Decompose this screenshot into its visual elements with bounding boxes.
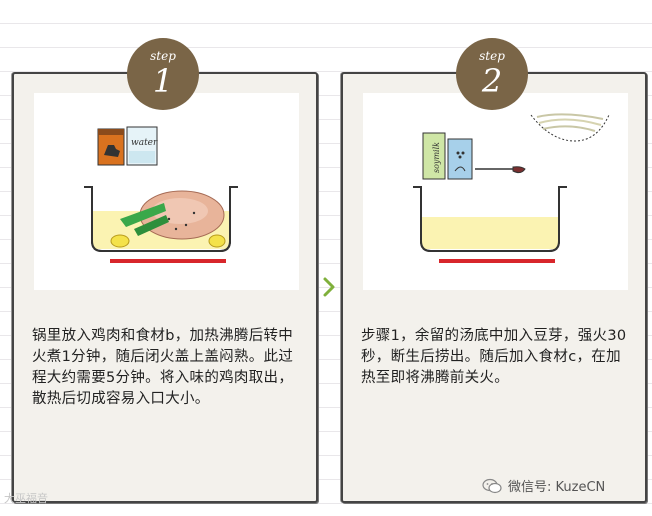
burner-icon (110, 259, 226, 263)
step-1-badge-label: step (127, 49, 199, 63)
chevron-right-icon (319, 276, 339, 298)
soymilk-box-label: soymilk (432, 142, 441, 173)
pot-icon (413, 187, 567, 251)
ginger-slice-icon (209, 235, 225, 247)
step-2-badge-number: 2 (456, 64, 528, 98)
wechat-icon (482, 478, 502, 494)
step-card-1: water (12, 72, 318, 503)
step-2-description: 步骤1，余留的汤底中加入豆芽，强火30秒，断生后捞出。随后加入食材c，在加热至即… (361, 326, 633, 389)
step-1-badge: step 1 (127, 38, 199, 110)
step-1-badge-number: 1 (127, 64, 199, 98)
spoon-icon (475, 167, 525, 173)
salt-box-icon (448, 139, 472, 179)
bean-sprouts-colander-icon (531, 114, 609, 141)
step-2-badge: step 2 (456, 38, 528, 110)
step-2-illustration: soymilk (363, 93, 628, 290)
wechat-id-text: 微信号: KuzeCN (508, 476, 605, 495)
burner-icon (439, 259, 555, 263)
seasoning-jar-icon (98, 129, 124, 165)
ginger-slice-icon (111, 235, 129, 247)
step-1-illustration: water (34, 93, 299, 290)
watermark-text: 大巫福音 (4, 490, 48, 506)
step-card-2: soymilk (341, 72, 647, 503)
water-jar-label: water (131, 138, 158, 148)
step-1-description: 锅里放入鸡肉和食材b，加热沸腾后转中火煮1分钟，随后闭火盖上盖闷熟。此过程大约需… (32, 326, 304, 410)
step-2-badge-label: step (456, 49, 528, 63)
